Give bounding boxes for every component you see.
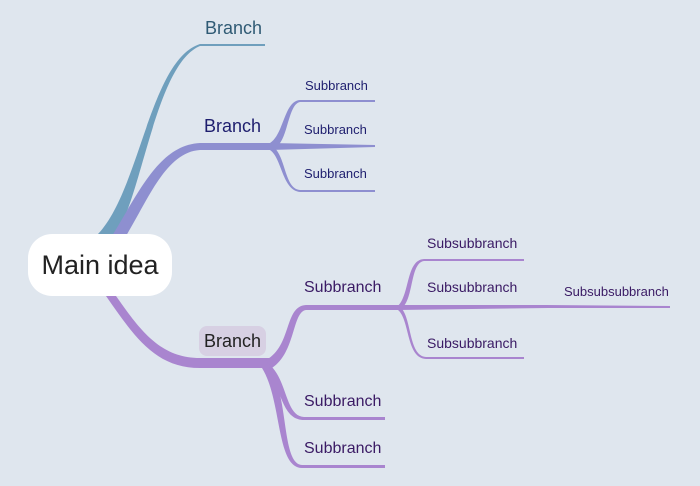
subsubbranch-1-label[interactable]: Subsubbranch	[427, 235, 518, 251]
branch-3-node-selected[interactable]: Branch	[199, 326, 266, 356]
connector-subbranch-3-1	[266, 305, 398, 368]
subbranch-3-1-label[interactable]: Subbranch	[304, 279, 382, 296]
main-idea-node[interactable]: Main idea	[28, 234, 172, 296]
subbranch-2-3-label[interactable]: Subbranch	[304, 166, 367, 181]
branch-2-label[interactable]: Branch	[204, 116, 262, 136]
connector-branch-2	[112, 143, 272, 236]
subbranch-3-2-label[interactable]: Subbranch	[304, 393, 382, 410]
connector-subsubbranch-3	[398, 307, 524, 359]
connector-subbranch-2-1	[270, 100, 375, 147]
connector-subsubsubbranch-1	[546, 305, 670, 308]
branch-1-label[interactable]: Branch	[205, 18, 263, 38]
connector-subsubbranch-2	[398, 305, 548, 310]
connector-branch-1	[98, 44, 265, 234]
branch-3-label: Branch	[203, 331, 262, 351]
subbranch-3-3-label[interactable]: Subbranch	[304, 440, 382, 457]
connector-subbranch-2-2	[270, 143, 375, 150]
subsubbranch-3-label[interactable]: Subsubbranch	[427, 335, 518, 351]
subbranch-2-2-label[interactable]: Subbranch	[304, 122, 367, 137]
subbranch-2-1-label[interactable]: Subbranch	[305, 78, 368, 93]
main-idea-label: Main idea	[41, 249, 159, 280]
subsubsubbranch-label[interactable]: Subsubsubbranch	[564, 284, 669, 299]
subsubbranch-2-label[interactable]: Subsubbranch	[427, 279, 518, 295]
connector-branch-3	[106, 296, 272, 368]
